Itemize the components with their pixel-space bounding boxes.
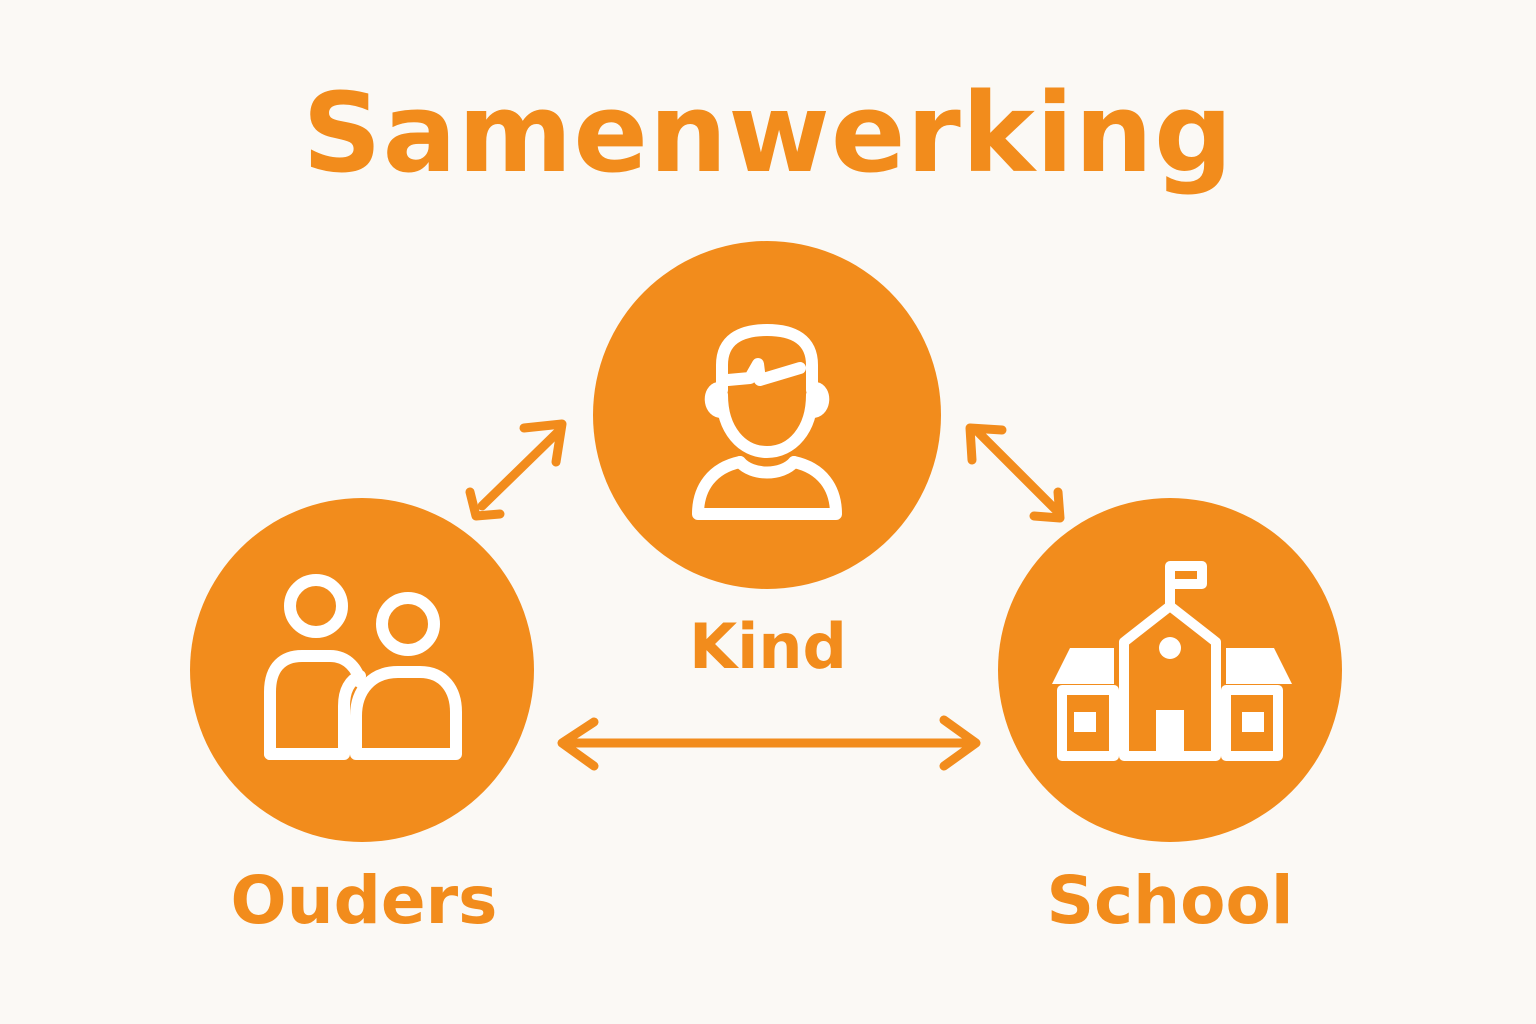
page-title: Samenwerking — [302, 69, 1234, 197]
ouders-label: Ouders — [230, 862, 498, 939]
arrow-ouders-school — [557, 715, 981, 771]
parents-icon — [264, 574, 462, 760]
arrow-kind-school — [965, 423, 1065, 523]
school-building-icon — [1052, 561, 1292, 761]
arrow-ouders-kind — [465, 419, 567, 521]
school-circle — [998, 498, 1342, 842]
child-icon — [692, 324, 842, 520]
kind-circle — [593, 241, 941, 589]
kind-label: Kind — [689, 610, 847, 683]
school-label: School — [1046, 862, 1294, 939]
